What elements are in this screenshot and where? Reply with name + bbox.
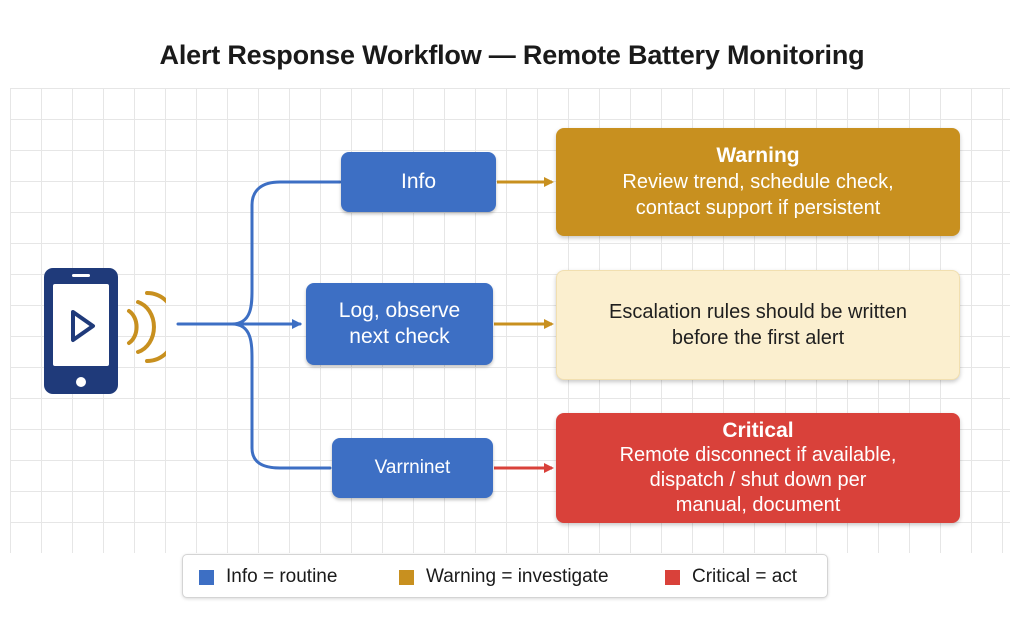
- legend-label-critical: Critical = act: [692, 566, 798, 587]
- warning-heading: Warning: [716, 144, 800, 167]
- log-level-label-line2: next check: [349, 325, 450, 348]
- note-text-line1: Escalation rules should be written: [609, 301, 907, 323]
- legend-item-critical: Critical = act: [665, 566, 797, 588]
- critical-text-line3: manual, document: [675, 494, 841, 516]
- critical-outcome-card: Critical Remote disconnect if available,…: [556, 413, 960, 523]
- branch-to-varrninet: [230, 322, 332, 470]
- log-level-box: Log, observe next check: [306, 283, 493, 365]
- note-text-line2: before the first alert: [671, 327, 845, 349]
- warning-text-line2: contact support if persistent: [635, 197, 881, 219]
- log-level-label-line1: Log, observe: [338, 299, 461, 322]
- varrninet-level-label: Varrninet: [374, 457, 451, 478]
- smartphone-signal-icon: [44, 268, 166, 394]
- warning-outcome-card: Warning Review trend, schedule check, co…: [556, 128, 960, 236]
- escalation-note-card: Escalation rules should be written befor…: [556, 270, 960, 380]
- branch-to-info: [230, 180, 342, 326]
- legend-item-warning: Warning = investigate: [399, 566, 609, 588]
- legend-label-info: Info = routine: [226, 566, 338, 587]
- legend-swatch-warning: [399, 569, 414, 585]
- critical-heading: Critical: [722, 419, 794, 442]
- warning-text-line1: Review trend, schedule check,: [622, 171, 894, 193]
- legend-swatch-critical: [665, 569, 680, 585]
- legend: Info = routine Warning = investigate Cri…: [182, 554, 828, 598]
- legend-label-warning: Warning = investigate: [426, 566, 609, 587]
- varrninet-level-box: Varrninet: [332, 438, 493, 498]
- info-level-box: Info: [341, 152, 496, 212]
- legend-swatch-info: [199, 569, 214, 585]
- critical-text-line1: Remote disconnect if available,: [619, 444, 897, 466]
- critical-text-line2: dispatch / shut down per: [649, 469, 867, 491]
- info-level-label: Info: [400, 170, 437, 193]
- diagram-title: Alert Response Workflow — Remote Battery…: [159, 40, 865, 70]
- legend-item-info: Info = routine: [199, 566, 337, 588]
